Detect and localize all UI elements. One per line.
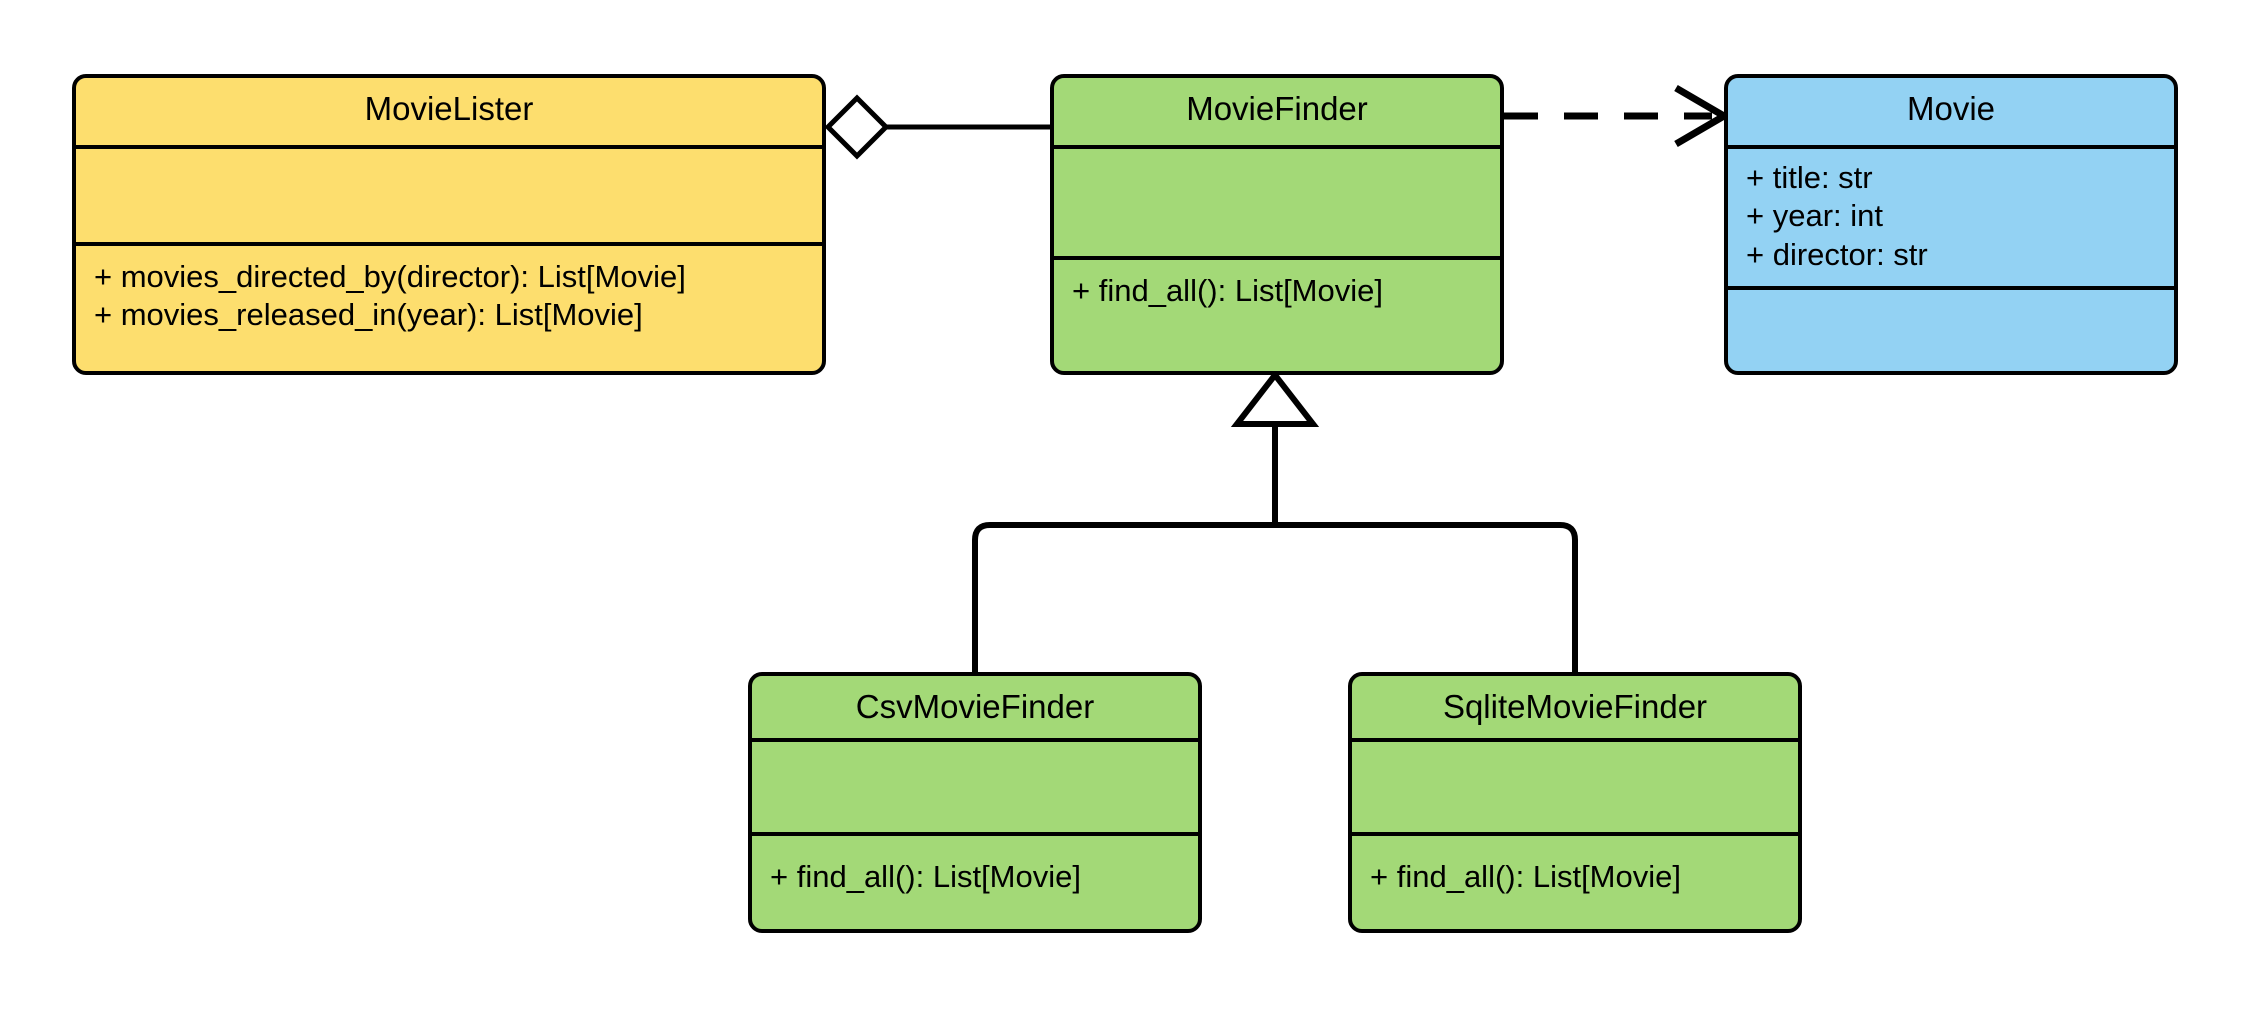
open-arrow-icon — [1674, 84, 1731, 148]
class-methods-compartment: + find_all(): List[Movie] — [1352, 836, 1798, 929]
class-method: + movies_released_in(year): List[Movie] — [94, 297, 643, 333]
aggregation-lister-finder-edge — [824, 94, 1050, 160]
dependency-finder-movie-edge — [1504, 84, 1731, 148]
class-attributes-compartment — [1054, 149, 1500, 260]
class-box-sqlite-movie-finder[interactable]: SqliteMovieFinder + find_all(): List[Mov… — [1348, 672, 1802, 933]
class-attributes-compartment — [752, 742, 1198, 836]
class-title-movie: Movie — [1906, 90, 1996, 127]
class-method: + movies_directed_by(director): List[Mov… — [94, 259, 686, 294]
generalization-tree-edge — [972, 370, 1578, 672]
class-attribute: + year: int — [1746, 198, 1883, 234]
class-attributes-compartment: + title: str + year: int + director: str — [1728, 149, 2174, 290]
class-title-sqlite-movie-finder: SqliteMovieFinder — [1442, 688, 1708, 725]
class-name-compartment: Movie — [1728, 78, 2174, 149]
class-box-movie[interactable]: Movie + title: str + year: int + directo… — [1724, 74, 2178, 375]
class-methods-compartment: + movies_directed_by(director): List[Mov… — [76, 246, 822, 371]
class-box-csv-movie-finder[interactable]: CsvMovieFinder + find_all(): List[Movie] — [748, 672, 1202, 933]
class-name-compartment: MovieLister — [76, 78, 822, 149]
class-name-compartment: SqliteMovieFinder — [1352, 676, 1798, 742]
class-name-compartment: MovieFinder — [1054, 78, 1500, 149]
class-title-movie-finder: MovieFinder — [1186, 90, 1368, 127]
class-method: + find_all(): List[Movie] — [1370, 859, 1681, 894]
class-name-compartment: CsvMovieFinder — [752, 676, 1198, 742]
class-attribute: + title: str — [1746, 160, 1873, 195]
class-attribute: + director: str — [1746, 236, 1928, 272]
class-title-movie-lister: MovieLister — [364, 90, 534, 127]
class-method: + find_all(): List[Movie] — [1072, 273, 1383, 308]
class-title-csv-movie-finder: CsvMovieFinder — [855, 688, 1095, 725]
class-methods-compartment: + find_all(): List[Movie] — [1054, 260, 1500, 371]
class-attributes-compartment — [1352, 742, 1798, 836]
hollow-diamond-icon — [824, 94, 890, 160]
class-methods-compartment — [1728, 290, 2174, 371]
hollow-triangle-icon — [1230, 370, 1320, 427]
class-method: + find_all(): List[Movie] — [770, 859, 1081, 894]
class-methods-compartment: + find_all(): List[Movie] — [752, 836, 1198, 929]
generalization-fork — [972, 522, 1578, 672]
class-box-movie-lister[interactable]: MovieLister + movies_directed_by(directo… — [72, 74, 826, 375]
class-attributes-compartment — [76, 149, 822, 246]
class-box-movie-finder[interactable]: MovieFinder + find_all(): List[Movie] — [1050, 74, 1504, 375]
